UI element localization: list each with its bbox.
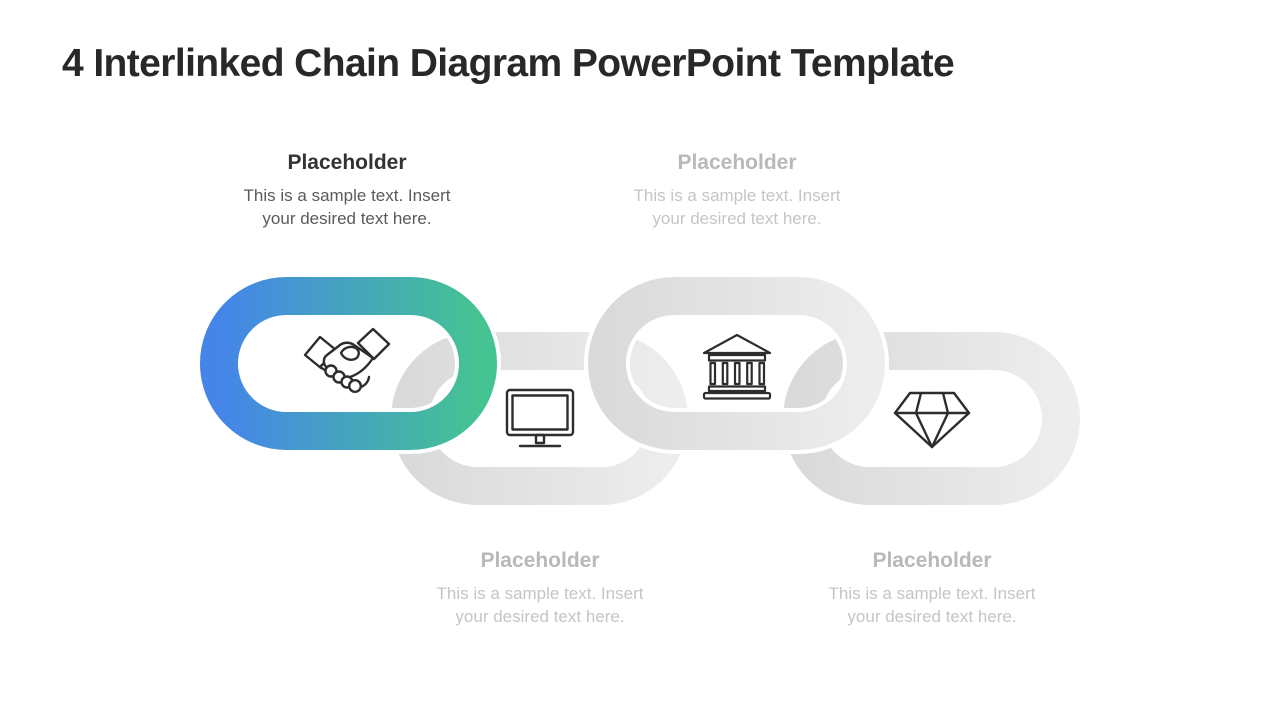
placeholder-block-bottom-right: Placeholder This is a sample text. Inser…	[767, 548, 1097, 628]
placeholder-body-line1: This is a sample text. Insert	[828, 584, 1036, 603]
placeholder-body: This is a sample text. Insert your desir…	[182, 184, 512, 230]
placeholder-body-line2: your desired text here.	[847, 607, 1017, 626]
chain-link-3	[584, 273, 889, 454]
bank-icon	[702, 333, 772, 400]
placeholder-body-line1: This is a sample text. Insert	[243, 186, 451, 205]
placeholder-heading: Placeholder	[287, 151, 407, 174]
placeholder-body-line1: This is a sample text. Insert	[633, 186, 841, 205]
chain-link-1	[196, 273, 501, 454]
monitor-icon	[505, 388, 575, 448]
placeholder-heading: Placeholder	[872, 549, 992, 572]
slide-title: 4 Interlinked Chain Diagram PowerPoint T…	[62, 42, 955, 85]
placeholder-body-line2: your desired text here.	[455, 607, 625, 626]
placeholder-body-line1: This is a sample text. Insert	[436, 584, 644, 603]
placeholder-block-top-right: Placeholder This is a sample text. Inser…	[572, 150, 902, 230]
placeholder-body: This is a sample text. Insert your desir…	[572, 184, 902, 230]
placeholder-body: This is a sample text. Insert your desir…	[767, 582, 1097, 628]
placeholder-body-line2: your desired text here.	[652, 209, 822, 228]
placeholder-heading: Placeholder	[480, 549, 600, 572]
placeholder-body-line2: your desired text here.	[262, 209, 432, 228]
handshake-icon	[303, 327, 391, 394]
placeholder-body: This is a sample text. Insert your desir…	[375, 582, 705, 628]
placeholder-block-bottom-left: Placeholder This is a sample text. Inser…	[375, 548, 705, 628]
placeholder-heading: Placeholder	[677, 151, 797, 174]
placeholder-block-top-left: Placeholder This is a sample text. Inser…	[182, 150, 512, 230]
diamond-icon	[893, 391, 971, 449]
